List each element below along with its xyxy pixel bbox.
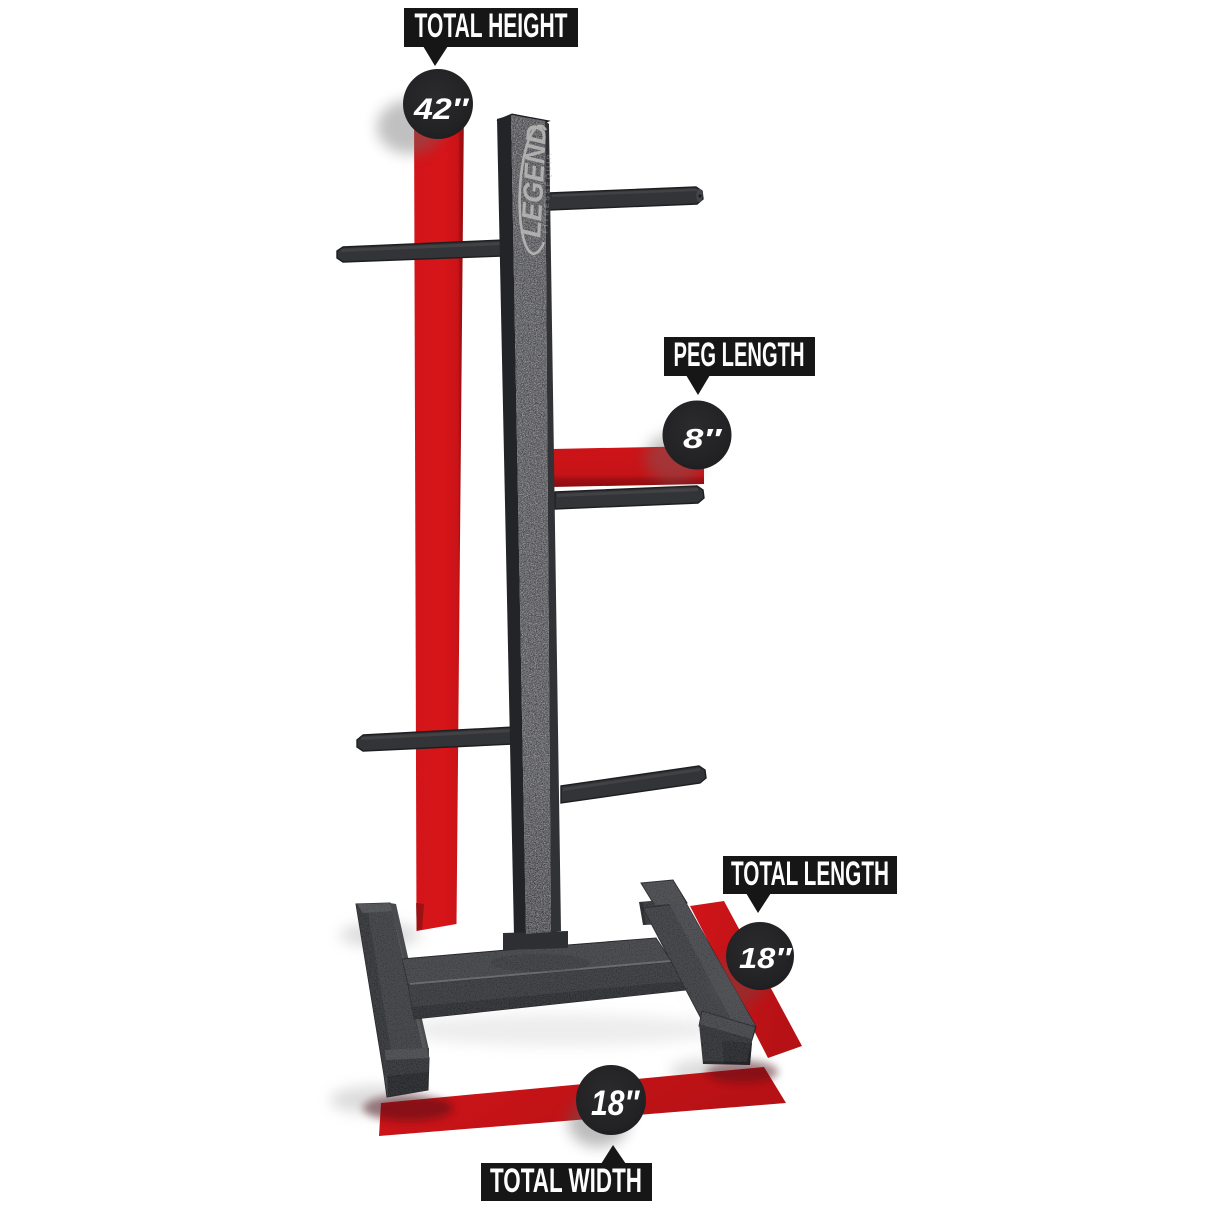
svg-text:F I T N E S S E Q U I P.: F I T N E S S E Q U I P. xyxy=(543,153,554,233)
svg-text:PEG LENGTH: PEG LENGTH xyxy=(674,336,805,374)
svg-text:18″: 18″ xyxy=(591,1084,641,1123)
svg-text:42″: 42″ xyxy=(413,93,470,126)
svg-text:18″: 18″ xyxy=(739,943,792,975)
svg-text:TOTAL LENGTH: TOTAL LENGTH xyxy=(731,855,889,893)
svg-text:8″: 8″ xyxy=(683,423,723,454)
svg-text:TOTAL HEIGHT: TOTAL HEIGHT xyxy=(415,7,568,45)
svg-text:TOTAL WIDTH: TOTAL WIDTH xyxy=(490,1162,642,1200)
